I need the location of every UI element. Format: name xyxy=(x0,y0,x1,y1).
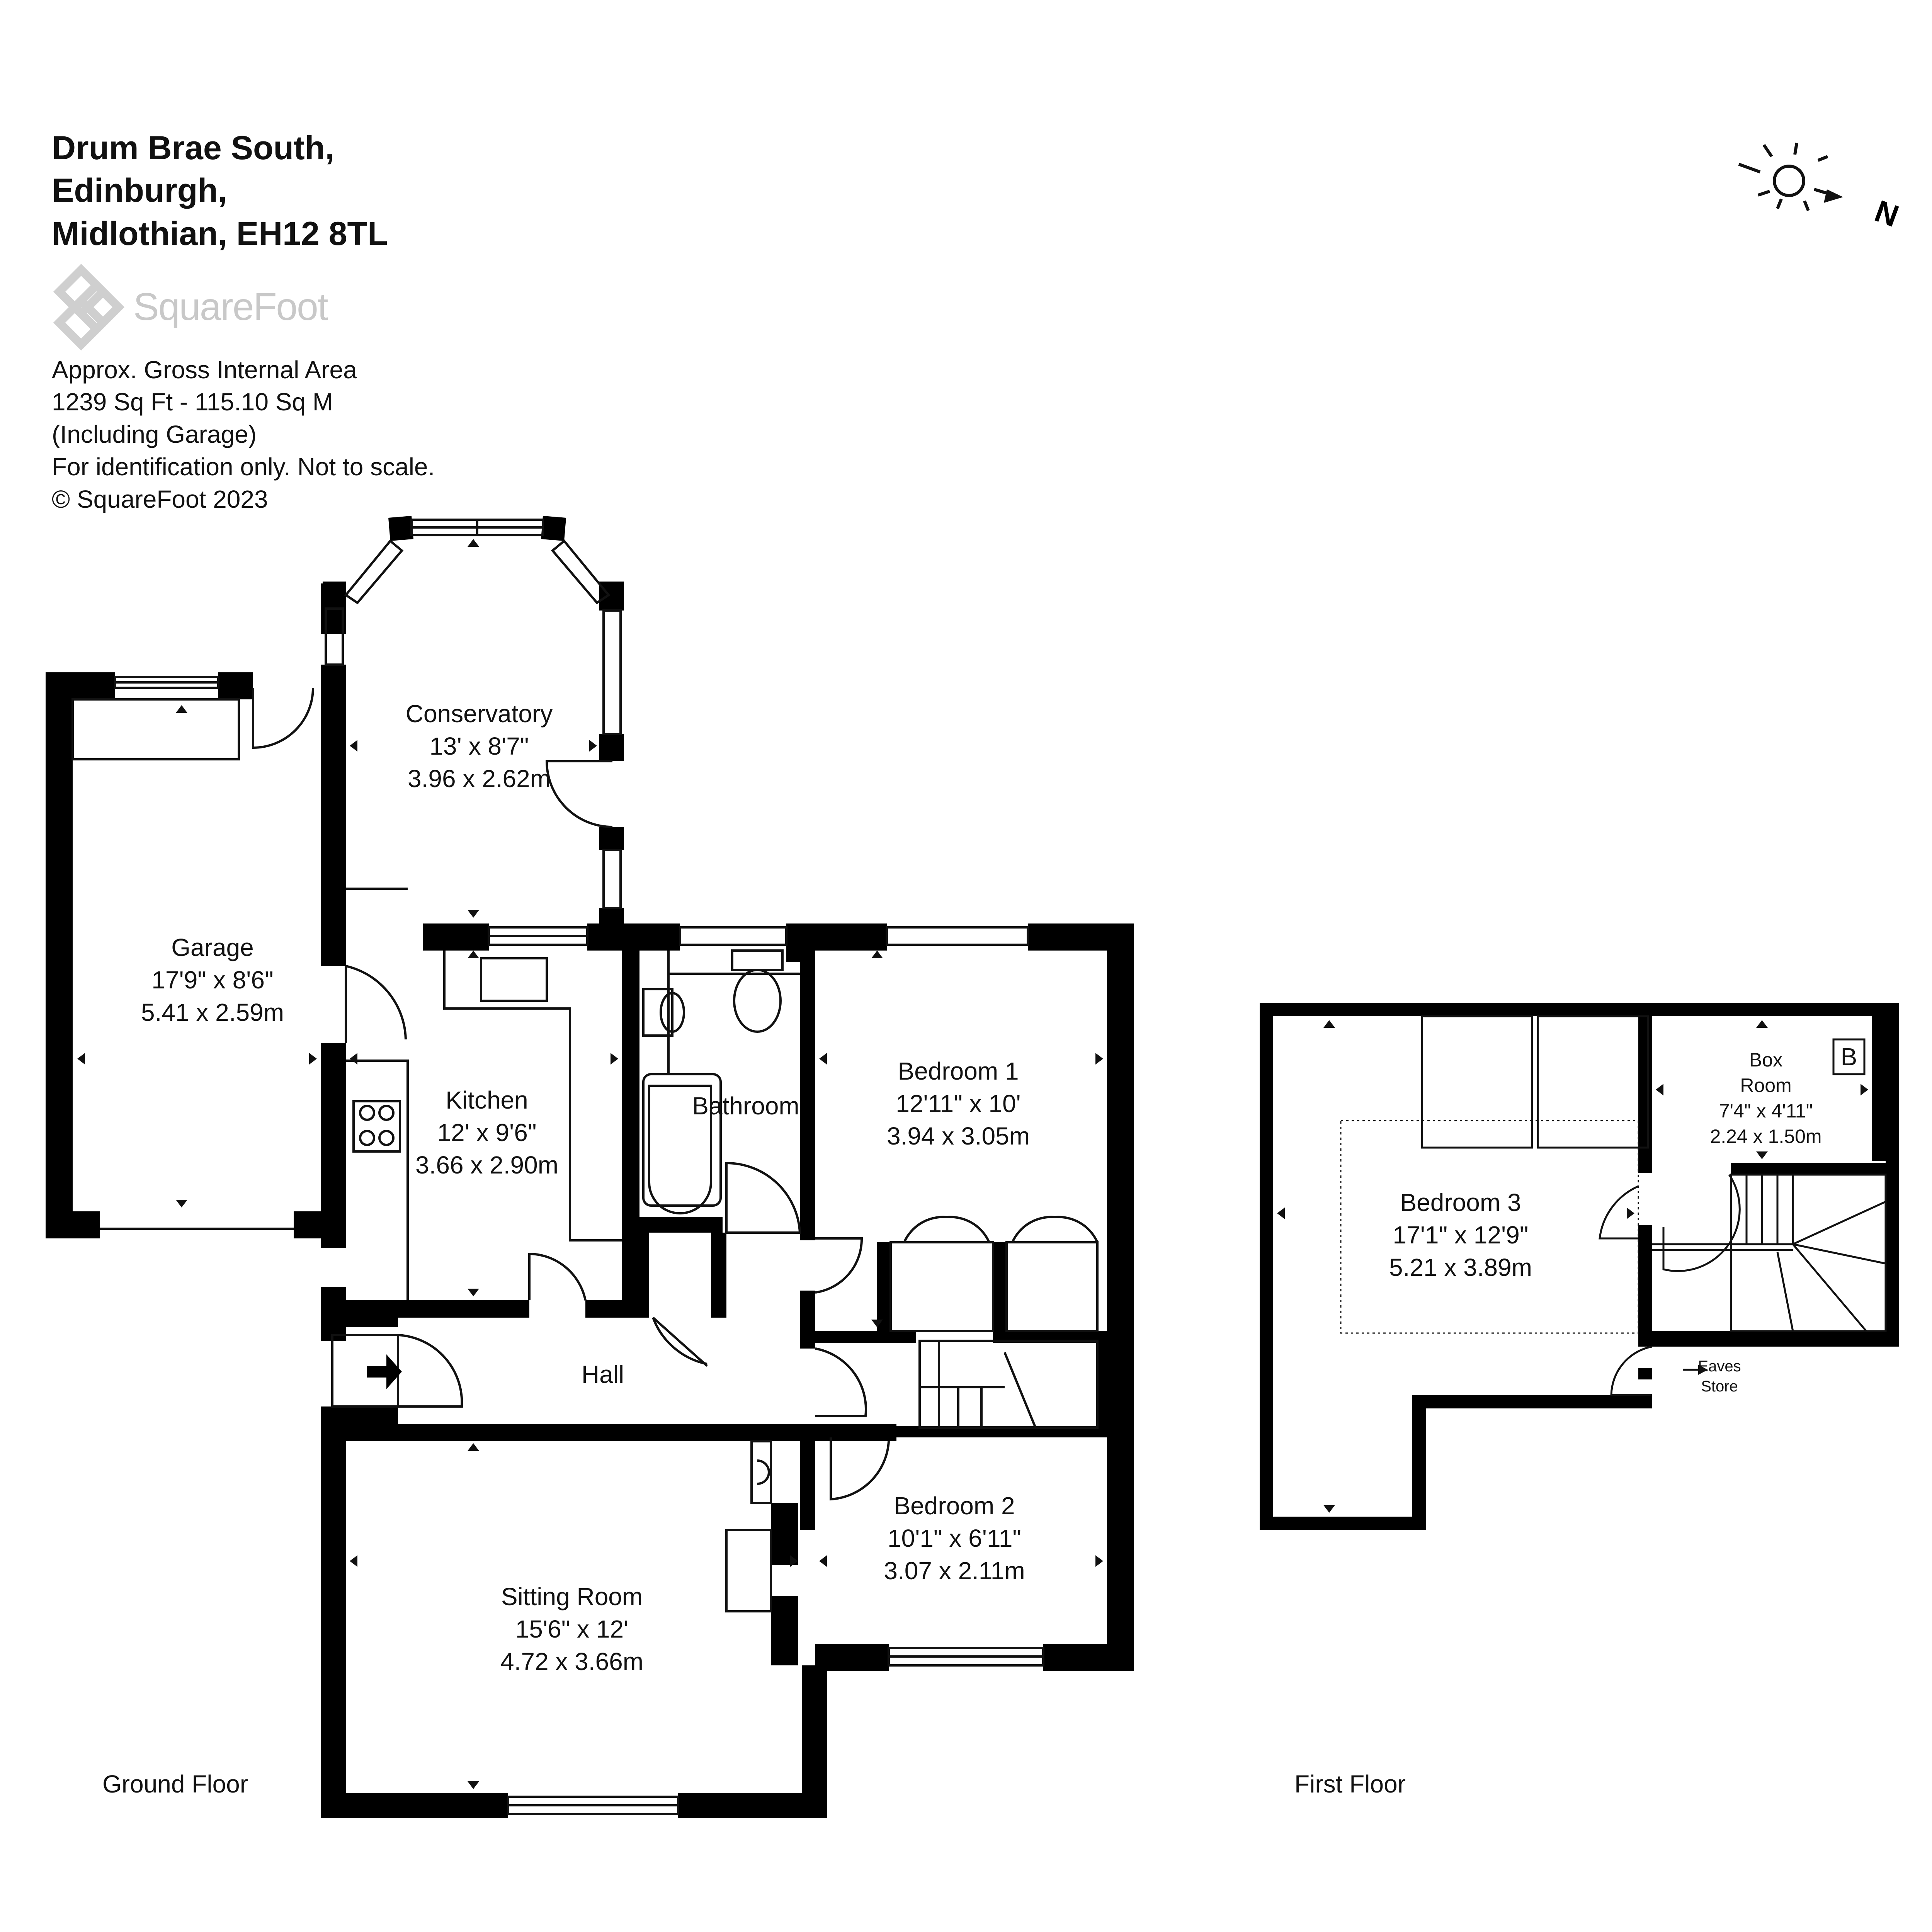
room-name-line-2: Store xyxy=(1701,1378,1738,1395)
room-metric: 5.41 x 2.59m xyxy=(141,998,284,1026)
room-name: Kitchen xyxy=(446,1086,528,1114)
room-metric: 4.72 x 3.66m xyxy=(500,1648,643,1675)
room-garage: Garage 17'9" x 8'6" 5.41 x 2.59m xyxy=(108,931,317,1029)
room-bedroom-2: Bedroom 2 10'1" x 6'11" 3.07 x 2.11m xyxy=(858,1490,1051,1587)
room-imperial: 13' x 8'7" xyxy=(429,732,529,760)
room-name: Bedroom 3 xyxy=(1400,1189,1521,1216)
squarefoot-logo-icon xyxy=(53,264,125,351)
dimension-markers xyxy=(77,539,1103,1789)
first-floor-details xyxy=(1340,1015,1887,1396)
room-hall: Hall xyxy=(556,1358,649,1391)
kitchen-wall-left xyxy=(321,665,346,966)
boiler-label: B xyxy=(1840,1043,1857,1071)
room-metric: 3.96 x 2.62m xyxy=(408,765,551,793)
area-info-line-3: (Including Garage) xyxy=(52,420,257,448)
compass-icon xyxy=(1738,143,1843,211)
room-metric: 2.24 x 1.50m xyxy=(1710,1126,1822,1147)
address-line-2: Edinburgh, xyxy=(52,172,227,209)
room-metric: 5.21 x 3.89m xyxy=(1389,1253,1532,1281)
address-line-3: Midlothian, EH12 8TL xyxy=(52,215,388,252)
room-imperial: 7'4" x 4'11" xyxy=(1719,1100,1813,1122)
room-sitting-room: Sitting Room 15'6" x 12' 4.72 x 3.66m xyxy=(468,1580,676,1678)
room-name: Hall xyxy=(581,1361,624,1388)
room-name: Bedroom 2 xyxy=(894,1492,1015,1520)
area-info-line-5: © SquareFoot 2023 xyxy=(52,485,268,513)
room-bedroom-3: Bedroom 3 17'1" x 12'9" 5.21 x 3.89m xyxy=(1360,1186,1561,1284)
ground-floor-label: Ground Floor xyxy=(102,1770,248,1798)
room-imperial: 15'6" x 12' xyxy=(515,1615,629,1643)
room-imperial: 10'1" x 6'11" xyxy=(887,1524,1022,1552)
room-name: Garage xyxy=(171,934,254,961)
room-name: Conservatory xyxy=(405,700,553,728)
garage-wall-left xyxy=(46,672,73,1238)
area-info-line-1: Approx. Gross Internal Area xyxy=(52,356,357,384)
room-metric: 3.66 x 2.90m xyxy=(415,1151,558,1179)
first-floor-dimension-markers xyxy=(1277,1020,1868,1513)
room-name-line-1: Eaves xyxy=(1698,1358,1741,1375)
room-name: Sitting Room xyxy=(501,1583,643,1611)
entrance-arrow-icon xyxy=(367,1354,402,1389)
room-imperial: 12' x 9'6" xyxy=(437,1119,537,1146)
room-imperial: 17'1" x 12'9" xyxy=(1393,1221,1529,1249)
room-box-room: Box Room 7'4" x 4'11" 2.24 x 1.50m xyxy=(1673,1047,1859,1149)
room-name-line-1: Box xyxy=(1749,1049,1783,1071)
area-info-line-2: 1239 Sq Ft - 115.10 Sq M xyxy=(52,388,333,416)
first-floor-label: First Floor xyxy=(1294,1770,1406,1798)
sitting-room-wall-left xyxy=(321,1424,346,1818)
brand-logo-text: SquareFoot xyxy=(133,285,328,328)
room-bathroom: Bathroom xyxy=(688,1090,804,1122)
ground-floor-plan xyxy=(46,516,1134,1818)
garage-wall-top xyxy=(46,672,115,699)
ground-wall-right xyxy=(1107,923,1134,1671)
room-kitchen: Kitchen 12' x 9'6" 3.66 x 2.90m xyxy=(398,1084,576,1181)
room-eaves-store: Eaves Store xyxy=(1677,1356,1762,1396)
compass-north-label: N xyxy=(1871,194,1903,233)
room-metric: 3.94 x 3.05m xyxy=(887,1122,1030,1150)
room-name: Bedroom 1 xyxy=(898,1057,1019,1085)
area-info-line-4: For identification only. Not to scale. xyxy=(52,453,435,481)
room-name: Bathroom xyxy=(692,1092,799,1120)
first-floor-plan xyxy=(1260,1003,1899,1530)
address-line-1: Drum Brae South, xyxy=(52,129,335,167)
room-imperial: 17'9" x 8'6" xyxy=(151,966,274,994)
room-bedroom-1: Bedroom 1 12'11" x 10' 3.94 x 3.05m xyxy=(858,1055,1059,1152)
ground-floor-details xyxy=(71,519,1099,1815)
room-metric: 3.07 x 2.11m xyxy=(884,1557,1025,1585)
room-name-line-2: Room xyxy=(1740,1075,1792,1096)
room-imperial: 12'11" x 10' xyxy=(896,1090,1021,1117)
room-conservatory: Conservatory 13' x 8'7" 3.96 x 2.62m xyxy=(386,697,572,795)
